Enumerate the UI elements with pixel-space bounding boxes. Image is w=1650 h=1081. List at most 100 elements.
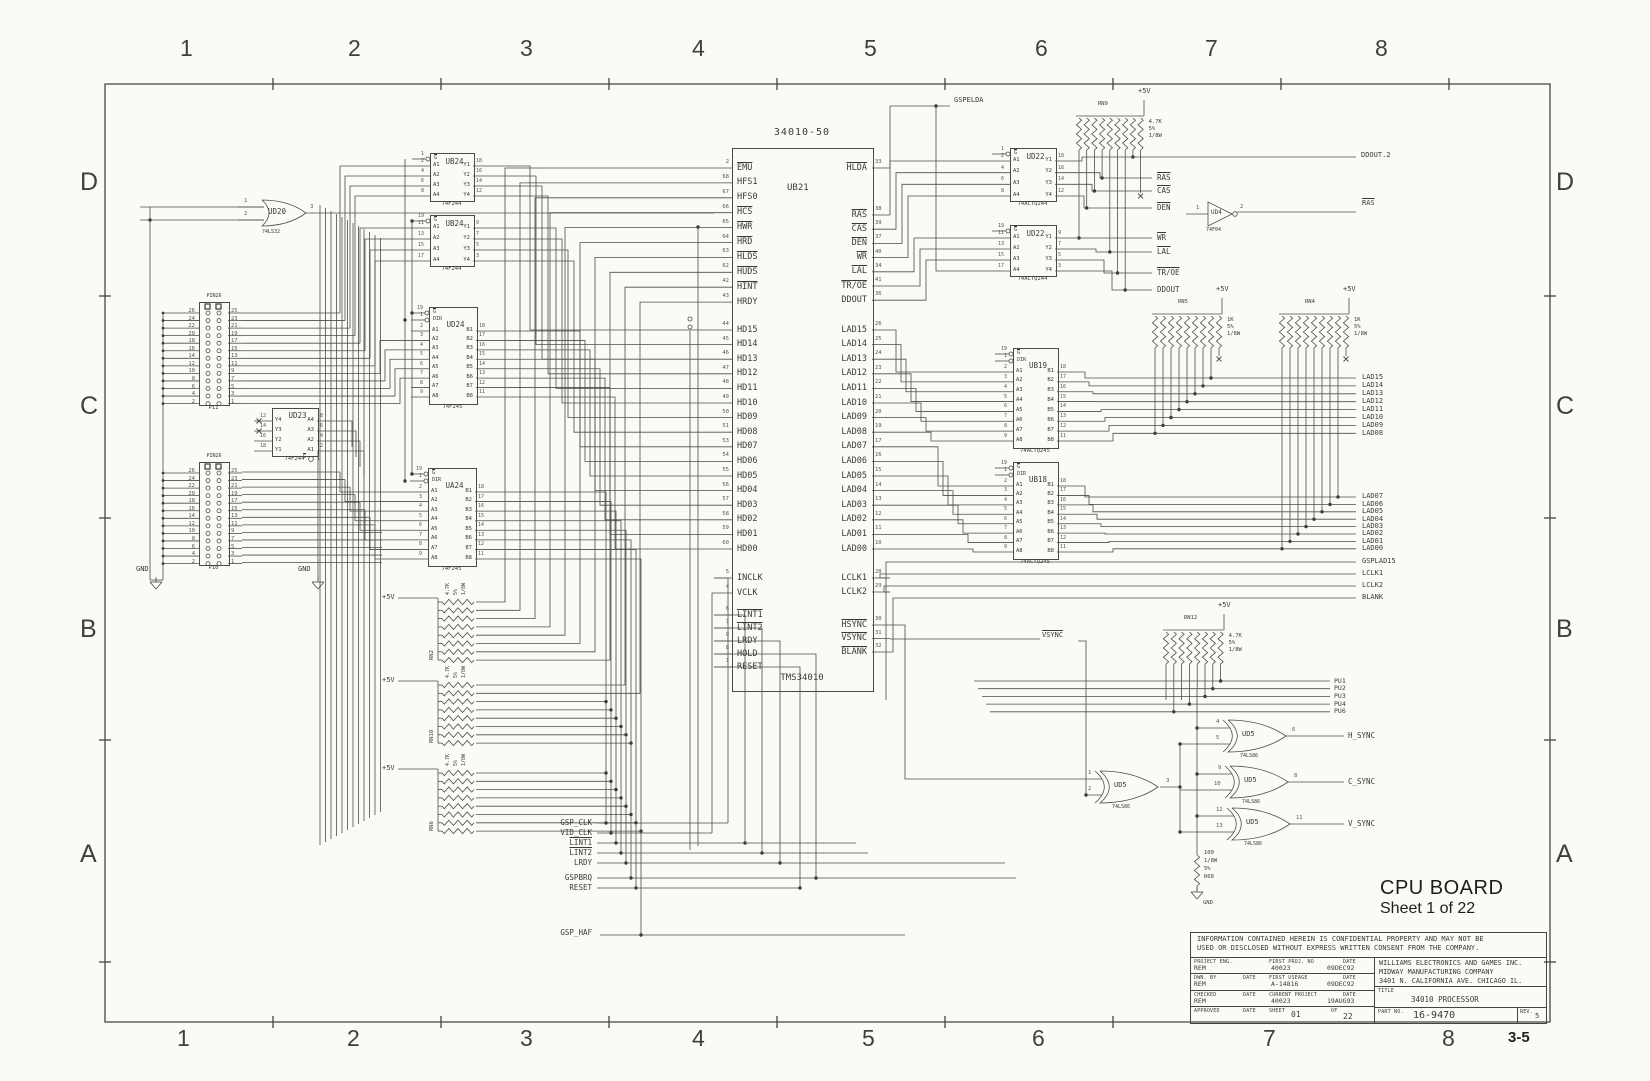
cpu-pin-label: HD04 — [737, 485, 758, 496]
cpu-pin-label: LINT2 — [737, 622, 763, 633]
grid-col-bottom-6: 6 — [1032, 1025, 1045, 1051]
connector-pin-left: 2 — [191, 398, 195, 405]
cpu-pin-num: 55 — [722, 467, 729, 473]
cpu-pin-label: DDOUT — [841, 294, 867, 305]
ic-pin-num: 8 — [320, 413, 324, 419]
ic-pin-num: 7 — [476, 231, 480, 237]
ic-en-num: 1 — [1003, 467, 1007, 473]
cpu-pin-label: HD03 — [737, 499, 758, 510]
ic-pin-label: A7 — [1016, 426, 1023, 433]
cpu-pin-num: 36 — [875, 291, 882, 298]
tb-company-line1: WILLIAMS ELECTRONICS AND GAMES INC. — [1379, 959, 1523, 967]
cpu-pin-num: 22 — [875, 379, 882, 386]
connector-pin-right: 9 — [231, 368, 235, 375]
cpu-pin-num: 31 — [875, 629, 882, 636]
confidentiality-line1: INFORMATION CONTAINED HEREIN IS CONFIDEN… — [1197, 935, 1484, 943]
ic-pin-label: B6 — [1047, 528, 1054, 535]
cpu-pin-label: LAD12 — [841, 368, 867, 379]
ic-pin-num: 7 — [1003, 413, 1007, 420]
ic-pin-num: 17 — [479, 332, 486, 339]
resnet-val: 5% — [453, 759, 459, 766]
tb-checked-label: CHECKED — [1194, 992, 1217, 998]
signal-ras-right: RAS — [1362, 199, 1375, 207]
resnet-ref: RN2 — [429, 650, 435, 661]
signal-lad-hi: LAD15 — [1362, 373, 1384, 382]
ic-pin-num: 2 — [420, 158, 424, 164]
connector-title: PIN26 — [206, 453, 222, 459]
resnet-supply: +5V — [382, 764, 395, 772]
connector-pin-right: 5 — [231, 543, 235, 550]
tb-r1-date-label: DATE — [1343, 959, 1356, 965]
connector-pin-left: 12 — [188, 520, 195, 527]
ic-pin-num: 3 — [1003, 487, 1007, 494]
connector-pin-left: 26 — [188, 468, 195, 474]
signal-sync: V_SYNC — [1348, 819, 1376, 828]
cpu-pin-label: HD00 — [737, 543, 758, 554]
ic-pin-num: 6 — [1000, 176, 1004, 183]
grid-col-bottom-7: 7 — [1263, 1025, 1276, 1051]
inv-gate-ud4-part: 74F04 — [1206, 227, 1222, 233]
signal-left-bottom: RESET — [569, 883, 592, 892]
connector-pin-left: 14 — [188, 353, 195, 360]
cpu-pin-num: 59 — [722, 525, 729, 532]
connector-pin-right: 23 — [231, 475, 238, 482]
ic-ref: UA24 — [445, 481, 464, 490]
ic-pin-label: B4 — [465, 516, 472, 523]
cpu-pin-label: BLANK — [841, 646, 867, 657]
connector-p10 — [199, 462, 230, 566]
connector-pin-left: 18 — [188, 498, 195, 505]
resnet-val: 1/8W — [461, 665, 467, 678]
cpu-pin-num: 29 — [875, 583, 882, 589]
signal-sync: H_SYNC — [1348, 731, 1376, 740]
ic-pin-label: Y4 — [463, 191, 470, 198]
cpu-pin-num: 25 — [875, 335, 882, 342]
ic-pin-label: B5 — [1047, 406, 1054, 413]
ic-pin-label: A3 — [431, 506, 438, 513]
cpu-pin-num: 64 — [722, 233, 729, 240]
ic-pin-label: A3 — [1013, 179, 1020, 186]
ic-pin-label: A1 — [1013, 156, 1020, 163]
ic-en-num: 19 — [997, 223, 1004, 229]
cpu-pin-num: 9 — [725, 632, 729, 638]
ic-pin-num: 7 — [418, 531, 422, 538]
ic-pin-num: 13 — [478, 531, 485, 538]
ic-pin-num: 14 — [1060, 403, 1067, 410]
ic-pin-label: B4 — [1047, 509, 1054, 516]
cpu-pin-num: 11 — [875, 525, 882, 532]
ic-pin-num: 8 — [1003, 534, 1007, 541]
signal-pu: PU2 — [1334, 684, 1346, 693]
ic-pin-label: A7 — [1016, 538, 1023, 545]
ic-en-num: 1 — [418, 473, 422, 479]
cpu-pin-label: LINT1 — [737, 609, 763, 620]
connector-pin-left: 18 — [188, 338, 195, 345]
ic-pin-num: 18 — [478, 484, 485, 490]
ic-pin-num: 5 — [419, 351, 423, 358]
cpu-pin-label: HD12 — [737, 368, 758, 379]
cpu-pin-num: 51 — [722, 423, 729, 430]
gnd-label-1: GND — [136, 565, 149, 573]
cpu-pin-label: HUDS — [737, 266, 758, 277]
xor-gate-ud5c-pin: 9 — [1218, 765, 1222, 771]
connector-pin-left: 8 — [191, 375, 195, 382]
resnet-val: 5% — [453, 588, 459, 595]
cpu-pin-label: LAD13 — [841, 353, 867, 364]
signal-left-bottom: GSPBRQ — [564, 873, 592, 882]
ic-pin-label: B6 — [1047, 416, 1054, 423]
connector-pin-right: 21 — [231, 323, 238, 330]
connector-pin-right: 11 — [231, 520, 238, 527]
ic-pin-label: A4 — [1016, 509, 1023, 516]
cpu-pin-num: 20 — [875, 408, 882, 415]
ic-pin-num: 4 — [1003, 496, 1007, 503]
cpu-pin-label: INCLK — [737, 572, 763, 583]
ic-body-ub18 — [1013, 462, 1059, 560]
cpu-ref: UB21 — [787, 183, 809, 193]
ic-en-num: 1 — [1000, 146, 1004, 152]
ic-en-label: G — [1014, 149, 1018, 156]
cpu-pin-label: HD11 — [737, 382, 758, 393]
cpu-pin-label: LAD08 — [841, 426, 867, 437]
signal-left-bottom: VID_CLK — [560, 828, 592, 837]
ic-en-label: G — [1017, 349, 1021, 356]
tb-dwn-value: REM — [1194, 980, 1206, 988]
cpu-pin-label: EMU — [737, 162, 753, 173]
ic-en-num: 1 — [1003, 353, 1007, 359]
